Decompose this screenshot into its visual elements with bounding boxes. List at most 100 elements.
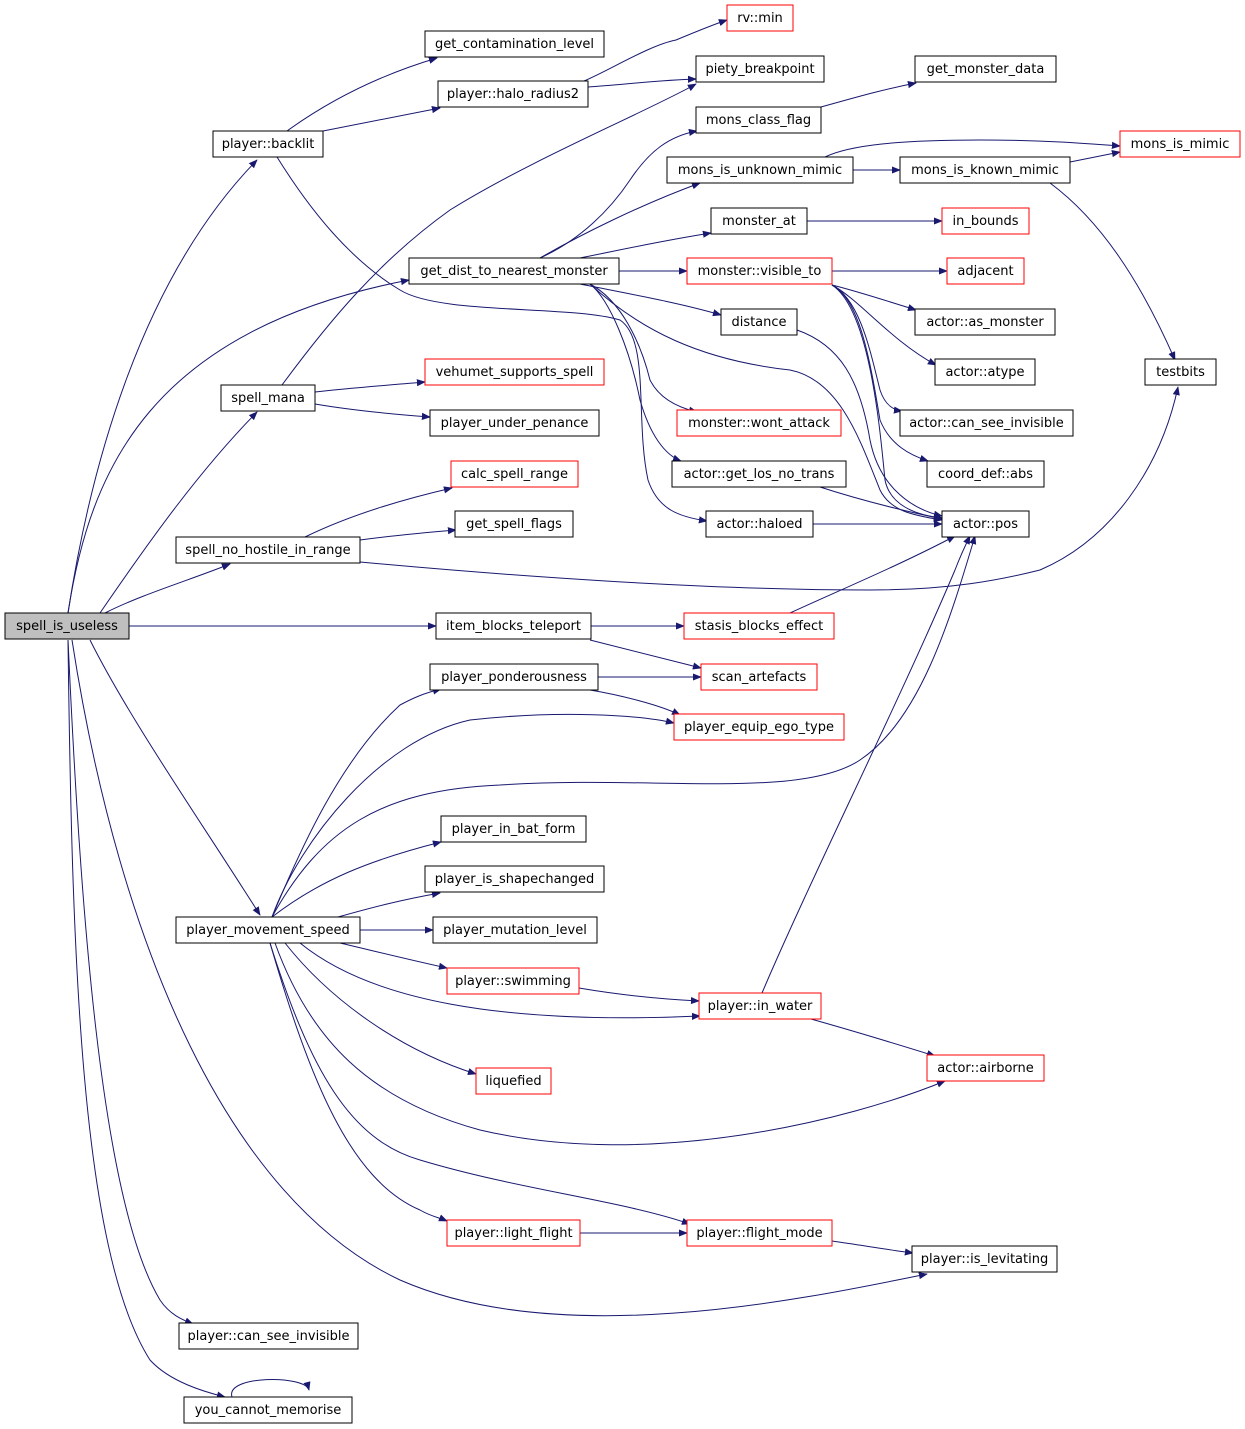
edge-get-dist-to-nearest-monster-to-monster-wont-attack: [589, 283, 698, 414]
node-you-cannot-memorise[interactable]: you_cannot_memorise: [183, 1396, 353, 1424]
node-player-can-see-invisible[interactable]: player::can_see_invisible: [178, 1322, 359, 1350]
node-box: [914, 55, 1057, 83]
node-box: [695, 55, 825, 83]
node-player-under-penance[interactable]: player_under_penance: [429, 409, 600, 437]
node-mons-is-mimic[interactable]: mons_is_mimic: [1119, 130, 1241, 158]
node-box: [683, 612, 835, 640]
node-box: [435, 612, 592, 640]
edge-player-flight-mode-to-player-is-levitating: [831, 1240, 914, 1256]
node-spell-is-useless[interactable]: spell_is_useless: [4, 612, 130, 640]
node-actor-can-see-invisible[interactable]: actor::can_see_invisible: [899, 409, 1074, 437]
node-actor-atype[interactable]: actor::atype: [934, 358, 1036, 386]
node-label: get_contamination_level: [435, 37, 594, 52]
node-scan-artefacts[interactable]: scan_artefacts: [700, 663, 818, 691]
node-get-monster-data[interactable]: get_monster_data: [914, 55, 1057, 83]
node-liquefied[interactable]: liquefied: [475, 1067, 552, 1095]
node-box: [686, 257, 833, 285]
node-label: in_bounds: [952, 214, 1018, 229]
node-box: [432, 916, 598, 944]
node-label: get_spell_flags: [466, 517, 562, 532]
node-label: actor::airborne: [937, 1061, 1034, 1076]
node-box: [673, 713, 845, 741]
node-label: spell_no_hostile_in_range: [185, 543, 350, 558]
node-get-dist-to-nearest-monster[interactable]: get_dist_to_nearest_monster: [408, 257, 620, 285]
node-label: actor::can_see_invisible: [909, 416, 1064, 431]
node-label: scan_artefacts: [712, 670, 807, 685]
edge-player-in-water-to-actor-airborne: [810, 1018, 936, 1058]
node-mons-class-flag[interactable]: mons_class_flag: [695, 106, 822, 134]
node-actor-get-los-no-trans[interactable]: actor::get_los_no_trans: [671, 460, 847, 488]
node-mons-is-unknown-mimic[interactable]: mons_is_unknown_mimic: [666, 156, 854, 184]
node-monster-wont-attack[interactable]: monster::wont_attack: [676, 409, 842, 437]
node-rv-min[interactable]: rv::min: [726, 4, 794, 32]
edge-player-movement-speed-to-actor-airborne: [274, 942, 946, 1146]
node-spell-mana[interactable]: spell_mana: [220, 384, 316, 412]
edge-actor-get-los-no-trans-to-actor-pos: [819, 486, 943, 521]
edge-spell-is-useless-to-you-cannot-memorise: [67, 639, 226, 1399]
node-label: stasis_blocks_effect: [695, 619, 823, 634]
node-player-ponderousness[interactable]: player_ponderousness: [429, 663, 599, 691]
node-item-blocks-teleport[interactable]: item_blocks_teleport: [435, 612, 592, 640]
node-box: [676, 409, 842, 437]
node-box: [686, 1219, 833, 1247]
node-piety-breakpoint[interactable]: piety_breakpoint: [695, 55, 825, 83]
node-player-movement-speed[interactable]: player_movement_speed: [175, 916, 361, 944]
node-player-in-water[interactable]: player::in_water: [698, 992, 822, 1020]
node-actor-airborne[interactable]: actor::airborne: [926, 1054, 1045, 1082]
node-actor-as-monster[interactable]: actor::as_monster: [914, 308, 1056, 336]
node-get-spell-flags[interactable]: get_spell_flags: [454, 510, 574, 538]
node-box: [700, 663, 818, 691]
node-get-contamination-level[interactable]: get_contamination_level: [424, 30, 605, 58]
edge-spell-no-hostile-in-range-to-testbits: [359, 386, 1180, 591]
node-box: [1144, 358, 1217, 386]
node-monster-at[interactable]: monster_at: [710, 207, 808, 235]
edge-player-backlit-to-player-halo-radius2: [322, 106, 441, 132]
edge-get-dist-to-nearest-monster-to-distance: [579, 283, 722, 317]
node-testbits[interactable]: testbits: [1144, 358, 1217, 386]
edge-distance-to-actor-pos: [796, 329, 943, 518]
node-monster-visible-to[interactable]: monster::visible_to: [686, 257, 833, 285]
edge-mons-is-known-mimic-to-testbits: [1049, 182, 1176, 361]
node-in-bounds[interactable]: in_bounds: [941, 207, 1030, 235]
edge-spell-is-useless-to-player-backlit: [67, 159, 258, 614]
node-adjacent[interactable]: adjacent: [946, 257, 1025, 285]
node-mons-is-known-mimic[interactable]: mons_is_known_mimic: [899, 156, 1071, 184]
node-label: mons_is_unknown_mimic: [678, 163, 842, 178]
node-player-swimming[interactable]: player::swimming: [446, 967, 580, 995]
edge-spell-no-hostile-in-range-to-calc-spell-range: [304, 486, 453, 538]
node-stasis-blocks-effect[interactable]: stasis_blocks_effect: [683, 612, 835, 640]
node-box: [1119, 130, 1241, 158]
node-player-mutation-level[interactable]: player_mutation_level: [432, 916, 598, 944]
node-label: player_under_penance: [441, 416, 589, 431]
edge-player-movement-speed-to-player-is-shapechanged: [337, 890, 441, 918]
node-coord-def-abs[interactable]: coord_def::abs: [926, 460, 1045, 488]
node-distance[interactable]: distance: [720, 308, 798, 336]
node-player-light-flight[interactable]: player::light_flight: [446, 1219, 581, 1247]
edge-player-movement-speed-to-player-ponderousness: [271, 687, 442, 918]
edge-you-cannot-memorise-to-you-cannot-memorise: [231, 1379, 311, 1398]
node-player-in-bat-form[interactable]: player_in_bat_form: [440, 815, 587, 843]
node-calc-spell-range[interactable]: calc_spell_range: [450, 460, 579, 488]
node-player-backlit[interactable]: player::backlit: [212, 130, 324, 158]
node-label: player::flight_mode: [696, 1226, 822, 1241]
nodes-layer: spell_is_useless player::backlitget_dist_…: [4, 4, 1241, 1424]
edge-player-halo-radius2-to-piety-breakpoint: [587, 75, 697, 88]
node-player-flight-mode[interactable]: player::flight_mode: [686, 1219, 833, 1247]
node-label: player_movement_speed: [186, 923, 349, 938]
node-player-equip-ego-type[interactable]: player_equip_ego_type: [673, 713, 845, 741]
node-spell-no-hostile-in-range[interactable]: spell_no_hostile_in_range: [175, 536, 361, 564]
node-label: player::backlit: [222, 137, 315, 152]
edge-item-blocks-teleport-to-scan-artefacts: [589, 639, 702, 670]
node-box: [946, 257, 1025, 285]
node-player-is-levitating[interactable]: player::is_levitating: [911, 1245, 1058, 1273]
node-label: player::is_levitating: [921, 1252, 1048, 1267]
node-actor-haloed[interactable]: actor::haloed: [705, 510, 814, 538]
edge-get-dist-to-nearest-monster-to-mons-is-unknown-mimic: [539, 182, 701, 259]
node-actor-pos[interactable]: actor::pos: [941, 510, 1030, 538]
node-box: [941, 510, 1030, 538]
node-vehumet-supports-spell[interactable]: vehumet_supports_spell: [424, 358, 605, 386]
node-player-is-shapechanged[interactable]: player_is_shapechanged: [424, 865, 605, 893]
node-player-halo-radius2[interactable]: player::halo_radius2: [437, 80, 589, 108]
edge-player-halo-radius2-to-rv-min: [583, 19, 728, 82]
node-box: [726, 4, 794, 32]
